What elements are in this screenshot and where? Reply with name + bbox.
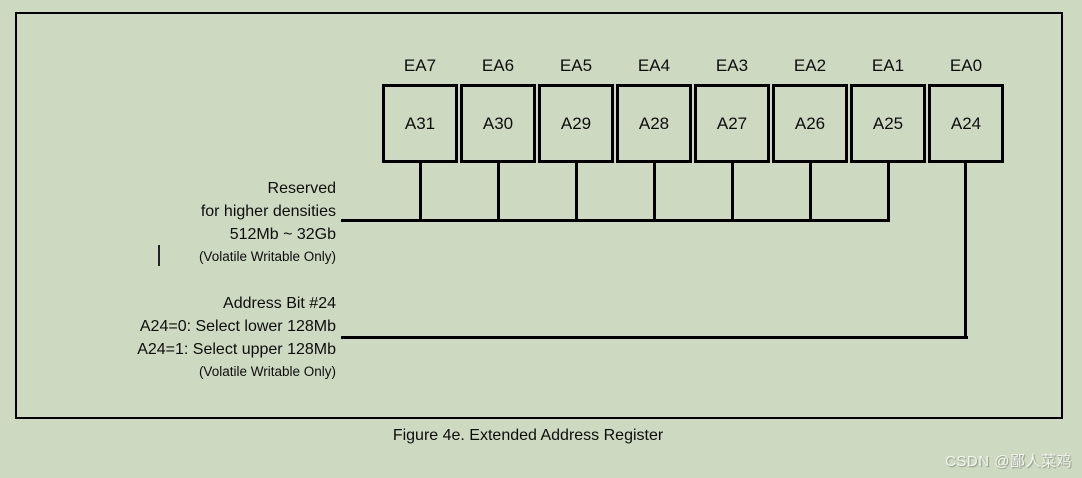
- connector-tick: [575, 162, 578, 222]
- connector-tick: [653, 162, 656, 222]
- a24-connector-line: [341, 336, 968, 339]
- annotation-line: Reserved: [267, 180, 336, 197]
- register-cell-a24: A24: [928, 84, 1004, 163]
- register-cell-a27: A27: [694, 84, 770, 163]
- annotation-line: A24=1: Select upper 128Mb: [137, 341, 336, 358]
- register-cell-a26: A26: [772, 84, 848, 163]
- annotation-note: (Volatile Writable Only): [198, 364, 336, 379]
- register-cell-a30: A30: [460, 84, 536, 163]
- annotation-note: (Volatile Writable Only): [198, 249, 336, 264]
- connector-tick: [419, 162, 422, 222]
- bit-label-ea2: EA2: [793, 56, 827, 75]
- register-cell-a31: A31: [382, 84, 458, 163]
- annotation-reserved: Reserved for higher densities 512Mb ~ 32…: [40, 177, 336, 267]
- bit-label-ea4: EA4: [637, 56, 671, 75]
- bit-label-ea7: EA7: [403, 56, 437, 75]
- connector-tick: [887, 162, 890, 222]
- register-cell-a28: A28: [616, 84, 692, 163]
- bit-label-ea1: EA1: [871, 56, 905, 75]
- annotation-address-bit24: Address Bit #24 A24=0: Select lower 128M…: [40, 292, 336, 382]
- bit-label-ea0: EA0: [949, 56, 983, 75]
- annotation-line: 512Mb ~ 32Gb: [229, 226, 336, 243]
- bit-label-ea5: EA5: [559, 56, 593, 75]
- annotation-line: A24=0: Select lower 128Mb: [139, 318, 336, 335]
- connector-tick: [731, 162, 734, 222]
- annotation-line: for higher densities: [200, 203, 336, 220]
- reserved-connector-line: [341, 219, 890, 222]
- figure-border: [15, 12, 1063, 419]
- bit-label-ea3: EA3: [715, 56, 749, 75]
- connector-tick: [497, 162, 500, 222]
- text-cursor-artifact: [158, 245, 160, 266]
- bit-label-ea6: EA6: [481, 56, 515, 75]
- connector-tick: [809, 162, 812, 222]
- a24-connector-vline: [964, 162, 967, 339]
- register-cell-a25: A25: [850, 84, 926, 163]
- csdn-watermark: CSDN @鄙人菜鸡: [945, 453, 1072, 470]
- annotation-line: Address Bit #24: [223, 295, 336, 312]
- figure-caption: Figure 4e. Extended Address Register: [392, 427, 664, 444]
- register-cell-a29: A29: [538, 84, 614, 163]
